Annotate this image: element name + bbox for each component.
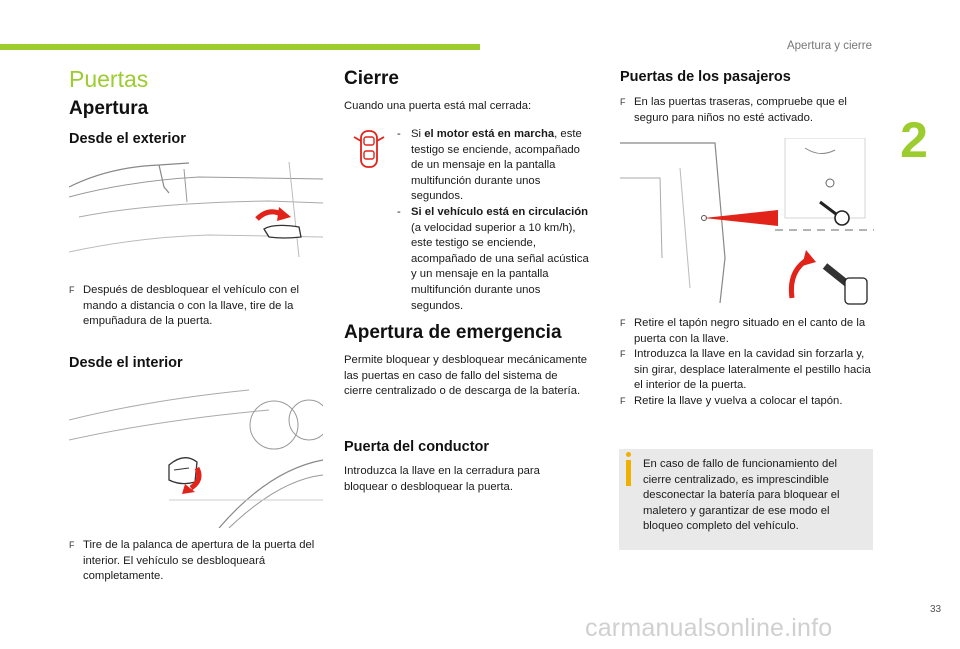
heading-puertas-pasajeros: Puertas de los pasajeros xyxy=(620,69,791,85)
heading-cierre: Cierre xyxy=(344,68,399,89)
page-number: 33 xyxy=(930,604,942,615)
pasajeros-steps: F Retire el tapón negro situado en el ca… xyxy=(620,316,874,410)
cierre-item-moving-lead: Si el vehículo está en circulación xyxy=(411,205,589,218)
interior-text: Tire de la palanca de apertura de la pue… xyxy=(83,539,315,583)
interior-instruction: F Tire de la palanca de apertura de la p… xyxy=(69,538,323,585)
exterior-text: Después de desbloquear el vehículo con e… xyxy=(83,284,300,328)
red-arrow-icon xyxy=(189,466,202,491)
step-2-text: Introduzca la llave en la cavidad sin fo… xyxy=(634,348,871,392)
info-text: En caso de fallo de funcionamiento del c… xyxy=(643,458,840,533)
bullet-marker: F xyxy=(69,285,75,295)
bullet-marker: F xyxy=(620,395,626,406)
door-open-warning-icon xyxy=(351,127,387,171)
interior-lever-illustration xyxy=(69,380,323,528)
bullet-marker: F xyxy=(620,97,626,107)
page-title: Puertas xyxy=(69,66,149,92)
emergencia-text: Permite bloquear y desbloquear mecánicam… xyxy=(344,354,588,398)
cierre-intro: Cuando una puerta está mal cerrada: xyxy=(344,100,532,112)
heading-desde-exterior: Desde el exterior xyxy=(69,131,186,147)
cierre-item-moving: - Si el vehículo está en circulación (a … xyxy=(397,205,595,314)
chapter-number: 2 xyxy=(900,112,928,168)
heading-apertura: Apertura xyxy=(69,98,149,119)
bullet-marker: F xyxy=(620,349,626,360)
cierre-item-engine-pre: Si xyxy=(411,128,425,140)
exterior-instruction: F Después de desbloquear el vehículo con… xyxy=(69,283,323,330)
heading-puerta-conductor: Puerta del conductor xyxy=(344,439,490,455)
dash-marker: - xyxy=(397,205,401,218)
pasajeros-intro-text: En las puertas traseras, compruebe que e… xyxy=(634,96,847,124)
pasajeros-step: F Retire la llave y vuelva a colocar el … xyxy=(620,394,874,410)
conductor-text: Introduzca la llave en la cerradura para… xyxy=(344,465,540,493)
dash-marker: - xyxy=(397,128,401,140)
cierre-item-moving-text: (a velocidad superior a 10 km/h), este t… xyxy=(411,221,589,312)
cierre-item-engine-lead: el motor está en marcha xyxy=(424,128,555,140)
pasajeros-step: F Retire el tapón negro situado en el ca… xyxy=(620,316,874,347)
cierre-item-engine-text: , este testigo se enciende, acompañado d… xyxy=(411,128,582,203)
bullet-marker: F xyxy=(620,318,626,328)
door-handle-illustration xyxy=(69,157,323,263)
step-3-text: Retire la llave y vuelva a colocar el ta… xyxy=(634,394,843,407)
cierre-list: - Si el motor está en marcha, este testi… xyxy=(397,127,595,314)
child-lock-illustration xyxy=(620,138,874,308)
bullet-marker: F xyxy=(69,540,75,550)
accent-bar xyxy=(0,44,480,50)
watermark: carmanualsonline.info xyxy=(585,614,833,642)
heading-desde-interior: Desde el interior xyxy=(69,355,183,371)
step-1-text: Retire el tapón negro situado en el cant… xyxy=(634,317,866,345)
section-header: Apertura y cierre xyxy=(786,40,872,52)
heading-apertura-emergencia: Apertura de emergencia xyxy=(344,322,562,343)
cierre-item-engine: - Si el motor está en marcha, este testi… xyxy=(397,127,595,205)
pasajeros-intro: F En las puertas traseras, compruebe que… xyxy=(620,95,874,126)
red-arrow-icon xyxy=(704,210,778,226)
pasajeros-step: F Introduzca la llave en la cavidad sin … xyxy=(620,347,874,394)
info-icon xyxy=(626,452,631,486)
info-box: En caso de fallo de funcionamiento del c… xyxy=(619,449,873,550)
